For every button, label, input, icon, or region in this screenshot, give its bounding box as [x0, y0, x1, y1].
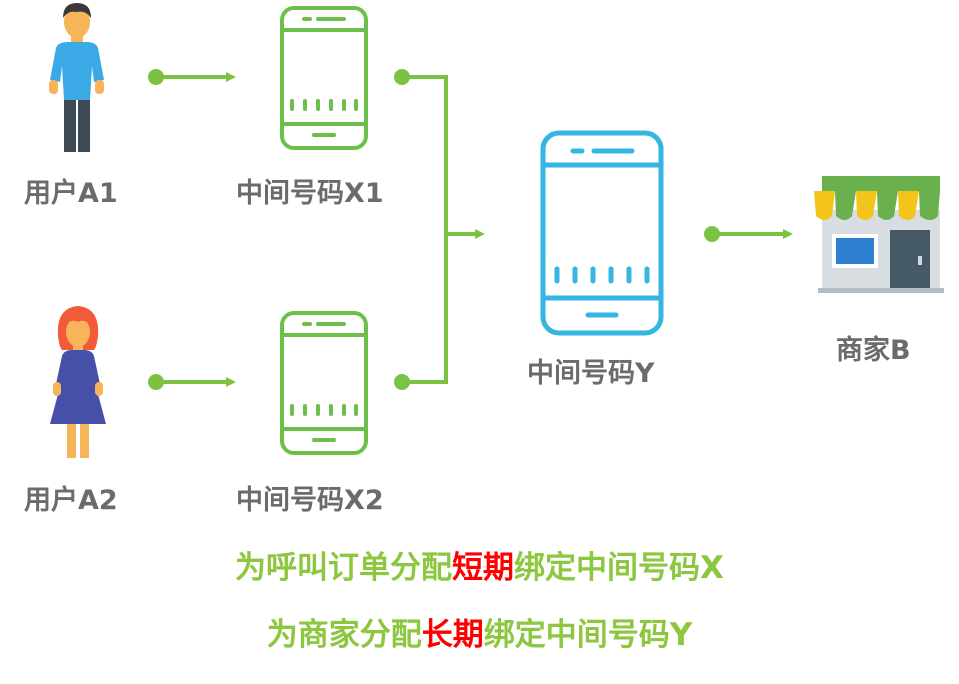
connectors: [148, 69, 793, 390]
merchant-b-label: 商家B: [836, 335, 911, 366]
caption-long-term: 为商家分配长期绑定中间号码Y: [0, 620, 959, 651]
phone-x1-icon: [280, 6, 368, 150]
arrow-a1-to-x1: [148, 69, 236, 85]
user-a1-label: 用户A1: [24, 178, 118, 209]
phone-x2-icon: [280, 311, 368, 455]
phone-x1-label: 中间号码X1: [236, 178, 384, 209]
caption-short-term: 为呼叫订单分配短期绑定中间号码X: [0, 553, 959, 584]
user-a2-label: 用户A2: [24, 485, 118, 516]
arrow-y-to-merchant: [704, 226, 793, 242]
caption-2-highlight: 长期: [421, 617, 484, 653]
bracket-x-to-y: [394, 69, 485, 390]
phone-y-label: 中间号码Y: [527, 358, 655, 389]
store-icon: [814, 176, 944, 293]
arrow-a2-to-x2: [148, 374, 236, 390]
caption-2-after: 绑定中间号码Y: [483, 617, 693, 653]
caption-1-highlight: 短期: [452, 550, 515, 586]
user-a1-icon: [49, 3, 104, 152]
caption-1-before: 为呼叫订单分配: [235, 550, 453, 586]
caption-2-before: 为商家分配: [266, 617, 422, 653]
user-a2-icon: [50, 306, 106, 458]
phone-x2-label: 中间号码X2: [236, 485, 384, 516]
caption-1-after: 绑定中间号码X: [514, 550, 724, 586]
phone-y-icon: [540, 130, 664, 336]
